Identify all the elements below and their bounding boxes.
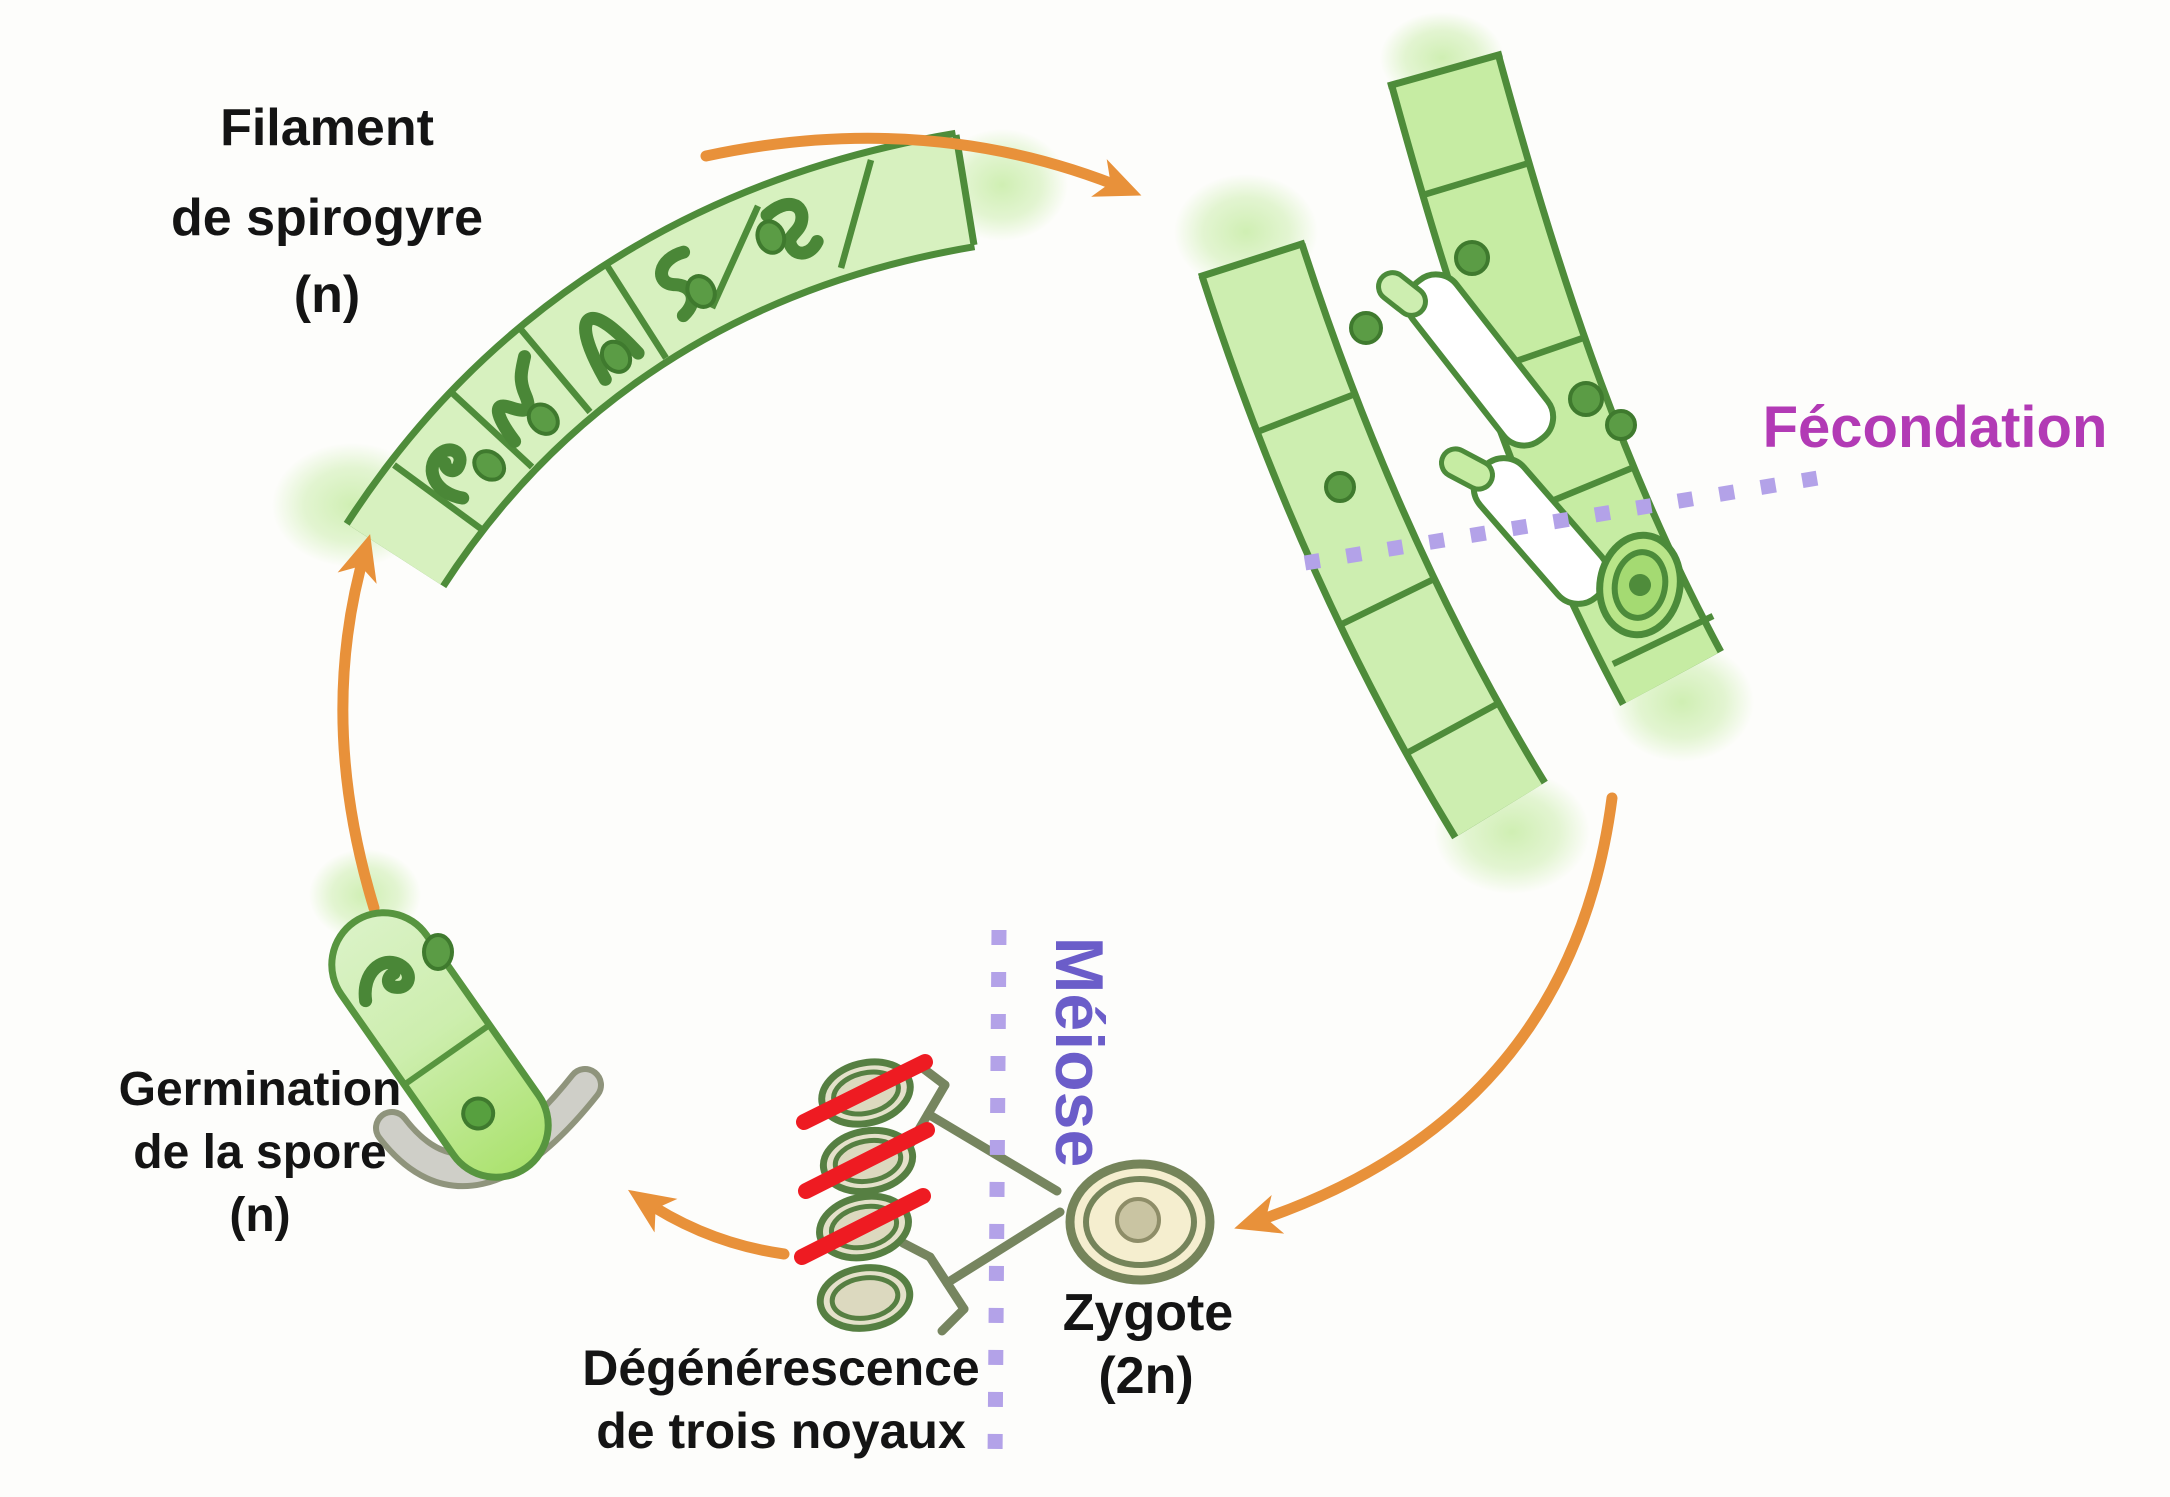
conjugation-illustration (1197, 50, 1724, 840)
arrow-conjugation-to-zygote (1234, 792, 1618, 1234)
red-strike-2 (798, 1122, 935, 1199)
spores-illustration (794, 1054, 935, 1332)
germination-illustration (328, 909, 604, 1190)
spirogyra-filament-illustration (343, 129, 978, 589)
arrow-germination-to-filament (337, 534, 380, 914)
fecondation-label: Fécondation (1763, 395, 2108, 460)
cytoplasm-bump-upper (1376, 270, 1428, 318)
zygote-label-line2: (2n) (1098, 1347, 1193, 1405)
degenerescence-label-line1: Dégénérescence (582, 1340, 979, 1396)
meiose-dotted-line (987, 929, 1007, 1463)
conjugation-tube-upper (1403, 271, 1557, 449)
degenerating-nuclei-strikes (794, 1054, 935, 1265)
zygote-illustration (1065, 1159, 1215, 1285)
spore-4 (816, 1264, 914, 1332)
germination-label-line3: (n) (229, 1189, 290, 1242)
conjugation-nuclei (1324, 240, 1637, 503)
filament-label-line2: de spirogyre (171, 189, 483, 247)
degenerescence-label-line2: de trois noyaux (596, 1403, 966, 1459)
filament-label-line3: (n) (294, 266, 360, 324)
zygote-in-filament (1596, 531, 1684, 639)
filament-cell-walls (392, 159, 875, 534)
cytoplasm-bump-lower (1439, 446, 1495, 492)
germination-label-line2: de la spore (133, 1126, 386, 1179)
germling-chloroplast (358, 955, 415, 1008)
arrow-spores-to-germination (628, 1189, 790, 1260)
arrow-filament-to-conjugation (700, 132, 1142, 197)
zygote-nucleus (1115, 1197, 1161, 1243)
text-labels: Filament de spirogyre (n) Germination de… (119, 99, 1234, 1459)
filament-label-line1: Filament (220, 99, 434, 157)
meiose-label: Méiose (1041, 937, 1117, 1168)
germination-label-line1: Germination (119, 1063, 402, 1116)
germling-nucleus (422, 933, 454, 971)
zygote-label-line1: Zygote (1063, 1284, 1233, 1342)
red-strike-1 (796, 1054, 933, 1130)
red-strike-3 (794, 1188, 931, 1265)
fecondation-dotted-line (1303, 470, 1820, 571)
chloroplast-ribbons (425, 198, 824, 505)
cycle-arrows (337, 132, 1618, 1260)
